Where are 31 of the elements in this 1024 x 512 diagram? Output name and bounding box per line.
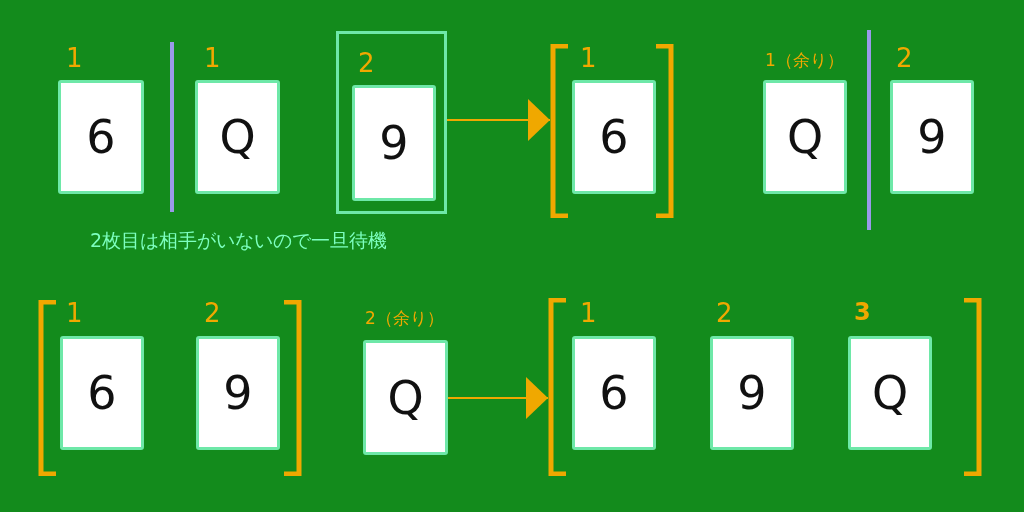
arrow [447,377,549,419]
order-number: 2（余り） [365,310,444,327]
order-number: 1 [66,300,83,326]
order-number: 1 [580,45,597,71]
order-number: 3 [854,300,871,324]
order-number: 1 [204,45,221,71]
playing-card: Q [848,336,932,450]
order-number: 2 [896,45,913,71]
playing-card: 9 [196,336,280,450]
playing-card: 9 [352,85,436,201]
note-text: 2枚目は相手がいないので一旦待機 [90,228,388,253]
highlight-frame [336,31,447,214]
playing-card: 6 [58,80,144,194]
bracket-group [548,298,982,476]
playing-card: 6 [572,80,656,194]
bracket-group [550,44,674,218]
order-number: 2 [716,300,733,326]
order-number: 2 [204,300,221,326]
order-number: 1 [580,300,597,326]
order-number: 2 [358,50,375,76]
order-number: 1（余り） [765,52,844,69]
playing-card: 6 [60,336,144,450]
bracket-group [38,300,302,476]
playing-card: Q [363,340,448,455]
playing-card: 6 [572,336,656,450]
playing-card: 9 [890,80,974,194]
playing-card: Q [195,80,280,194]
playing-card: Q [763,80,847,194]
order-number: 1 [66,45,83,71]
arrow [446,99,551,141]
playing-card: 9 [710,336,794,450]
